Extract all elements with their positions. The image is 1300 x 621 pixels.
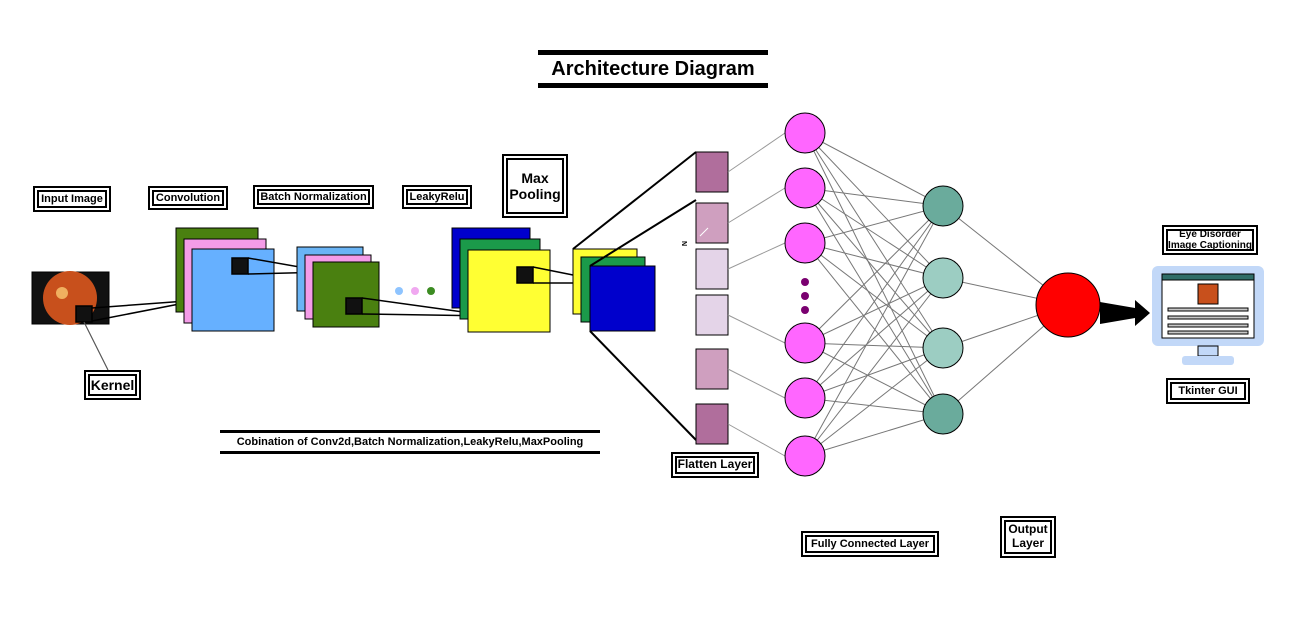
pool-layer-yellow <box>467 249 551 333</box>
gui-titlebar <box>1161 273 1255 281</box>
fan-line-upper <box>589 199 697 267</box>
hidden-node-2 <box>922 257 964 299</box>
fc-to-hidden-line-4-3 <box>804 342 944 349</box>
fc-to-hidden-line-1-3 <box>804 132 944 349</box>
kernel-pointer-line <box>83 321 109 371</box>
label-tkinter-gui: Tkinter GUI <box>1166 378 1250 404</box>
output-arrow <box>1100 300 1150 326</box>
fc-to-hidden-line-2-4 <box>804 187 944 415</box>
label-input-image: Input Image <box>33 186 111 212</box>
gui-line-4 <box>1167 330 1249 335</box>
monitor-base <box>1182 356 1234 365</box>
separator-dot-blue <box>395 287 403 295</box>
fc-to-hidden-line-5-4 <box>804 397 944 415</box>
fc-to-hidden-line-2-1 <box>804 187 944 207</box>
fc-to-hidden-line-4-1 <box>804 205 944 344</box>
fc-to-hidden-line-5-2 <box>804 277 944 399</box>
flatten-mark <box>699 227 709 237</box>
flatten-tag: N <box>680 240 688 247</box>
pooled-layer-blue <box>589 265 656 332</box>
fc-node-6 <box>784 435 826 477</box>
label-kernel: Kernel <box>84 370 141 400</box>
hidden-node-1 <box>922 185 964 227</box>
fc-node-5 <box>784 377 826 419</box>
flatten-cell-6 <box>695 403 729 445</box>
flatten-cell-1 <box>695 151 729 193</box>
gui-preview-image <box>1197 283 1219 305</box>
flatten-cell-3 <box>695 248 729 290</box>
fc-node-1 <box>784 112 826 154</box>
hidden-node-4 <box>922 393 964 435</box>
fc-to-hidden-line-1-1 <box>804 132 944 207</box>
fc-to-hidden-line-6-4 <box>804 413 944 457</box>
fc-to-hidden-line-4-2 <box>804 277 944 344</box>
conv-kernel-square <box>231 257 249 275</box>
fc-node-4 <box>784 322 826 364</box>
fc-to-hidden-line-2-2 <box>804 187 944 279</box>
flatten-cell-2 <box>695 202 729 244</box>
label-max-pooling: Max Pooling <box>502 154 568 218</box>
label-gui-title: Eye Disorder Image Captioning <box>1162 225 1258 255</box>
fc-to-hidden-line-3-3 <box>804 242 944 349</box>
flatten-to-fc-line-6 <box>727 423 786 457</box>
fc-node-3 <box>784 222 826 264</box>
flatten-cell-5 <box>695 348 729 390</box>
fc-to-hidden-line-1-4 <box>804 132 944 415</box>
fc-to-hidden-line-6-1 <box>804 205 944 457</box>
gui-line-2 <box>1167 315 1249 320</box>
fc-ellipsis-dot-2 <box>801 292 809 300</box>
label-batch-normalization: Batch Normalization <box>253 185 374 209</box>
fan-line-top <box>572 151 697 250</box>
flatten-to-fc-line-5 <box>727 368 786 399</box>
optic-disc <box>56 287 68 299</box>
fc-to-hidden-line-5-3 <box>804 347 944 399</box>
monitor-neck <box>1197 345 1219 357</box>
fc-to-hidden-line-3-1 <box>804 205 944 244</box>
fc-node-2 <box>784 167 826 209</box>
hidden-node-3 <box>922 327 964 369</box>
flatten-to-fc-line-1 <box>727 132 786 173</box>
label-convolution: Convolution <box>148 186 228 210</box>
fc-ellipsis-dot-1 <box>801 278 809 286</box>
fan-line-bottom <box>589 330 697 441</box>
fc-to-hidden-line-6-2 <box>804 277 944 457</box>
output-node <box>1035 272 1101 338</box>
fc-to-hidden-line-4-4 <box>804 342 944 415</box>
flatten-to-fc-line-4 <box>727 314 786 344</box>
fc-ellipsis-dot-3 <box>801 306 809 314</box>
kernel-square <box>75 305 93 323</box>
fc-to-hidden-line-3-2 <box>804 242 944 279</box>
pool-kernel-square <box>516 266 534 284</box>
gui-line-3 <box>1167 323 1249 328</box>
fc-to-hidden-line-5-1 <box>804 205 944 399</box>
separator-dot-pink <box>411 287 419 295</box>
flatten-to-fc-line-2 <box>727 187 786 224</box>
fc-to-hidden-line-2-3 <box>804 187 944 349</box>
separator-dot-green <box>427 287 435 295</box>
gui-line-1 <box>1167 307 1249 312</box>
diagram-title: Architecture Diagram <box>538 50 768 88</box>
flatten-to-fc-line-3 <box>727 242 786 270</box>
bn-layer-green <box>312 261 380 328</box>
bn-kernel-square <box>345 297 363 315</box>
fc-to-hidden-line-6-3 <box>804 347 944 457</box>
label-leaky-relu: LeakyRelu <box>402 185 472 209</box>
label-flatten-layer: Flatten Layer <box>671 452 759 478</box>
label-combination: Cobination of Conv2d,Batch Normalization… <box>220 430 600 454</box>
flatten-cell-4 <box>695 294 729 336</box>
fc-to-hidden-line-3-4 <box>804 242 944 415</box>
label-fully-connected-layer: Fully Connected Layer <box>801 531 939 557</box>
fc-to-hidden-line-1-2 <box>804 132 944 279</box>
label-output-layer: Output Layer <box>1000 516 1056 558</box>
